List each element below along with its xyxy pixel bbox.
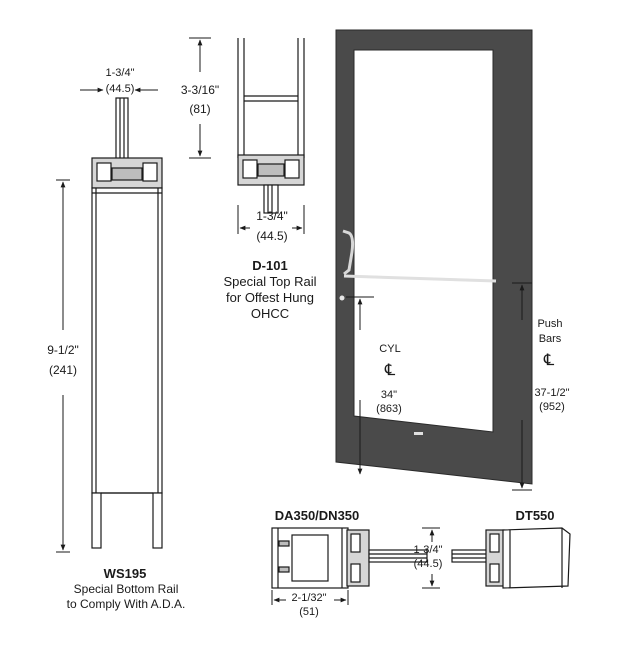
da350-title: DA350/DN350 xyxy=(274,508,360,523)
cyl-height-dimension xyxy=(346,296,374,475)
d101-width-metric: (44.5) xyxy=(256,229,288,243)
d101-height-imperial: 3-3/16" xyxy=(180,83,220,97)
push-label-line2: Bars xyxy=(538,333,562,345)
dt550-glass xyxy=(451,549,489,563)
da350-width-metric: (51) xyxy=(299,606,319,618)
d101-profile xyxy=(237,38,305,214)
d101-width-imperial: 1-3/4" xyxy=(256,209,288,223)
ws195-title: WS195 xyxy=(103,566,147,581)
ws195-height-imperial: 9-1/2" xyxy=(47,343,79,357)
d101-caption-line1: Special Top Rail xyxy=(223,274,317,289)
pull-handle xyxy=(342,229,355,276)
cyl-centerline-icon: ℄ xyxy=(384,362,396,379)
dt550-profile xyxy=(451,527,571,589)
push-label-line1: Push xyxy=(537,318,563,330)
d101-height-metric: (81) xyxy=(189,102,211,116)
cylinder-lock xyxy=(339,295,345,301)
push-height-metric: (952) xyxy=(539,401,565,413)
d101-title: D-101 xyxy=(252,258,288,273)
da350-width-dimension xyxy=(271,590,349,605)
d101-caption-line3: OHCC xyxy=(250,306,290,321)
bottom-rail-slot xyxy=(414,432,423,435)
ws195-profile xyxy=(91,97,163,549)
dt550-title: DT550 xyxy=(515,508,555,523)
push-centerline-icon: ℄ xyxy=(543,352,555,369)
da350-width-imperial: 2-1/32" xyxy=(291,592,327,604)
cyl-height-metric: (863) xyxy=(376,403,402,415)
da350-glass xyxy=(368,549,428,563)
door-elevation xyxy=(335,29,533,485)
push-height-imperial: 37-1/2" xyxy=(534,387,570,399)
ws195-caption-line1: Special Bottom Rail xyxy=(73,582,179,596)
da350-depth-dimension xyxy=(422,527,440,589)
d101-width-dimension xyxy=(237,205,305,234)
ws195-height-metric: (241) xyxy=(48,363,77,377)
da350-depth-imperial: 1-3/4" xyxy=(413,544,443,556)
push-bar xyxy=(343,274,497,283)
cyl-label: CYL xyxy=(379,343,401,355)
push-height-dimension xyxy=(512,282,532,491)
ws195-width-imperial: 1-3/4" xyxy=(105,67,135,79)
door-glass xyxy=(353,49,494,433)
ws195-height-dimension xyxy=(56,179,70,553)
ws195-body xyxy=(91,187,163,494)
da350-depth-metric: (44.5) xyxy=(413,558,443,570)
ws195-width-metric: (44.5) xyxy=(105,83,135,95)
ws195-caption-line2: to Comply With A.D.A. xyxy=(66,597,186,611)
cyl-height-imperial: 34" xyxy=(380,389,398,401)
da350-profile xyxy=(271,527,428,589)
d101-height-dimension xyxy=(189,37,211,159)
d101-caption-line2: for Offest Hung xyxy=(226,290,314,305)
